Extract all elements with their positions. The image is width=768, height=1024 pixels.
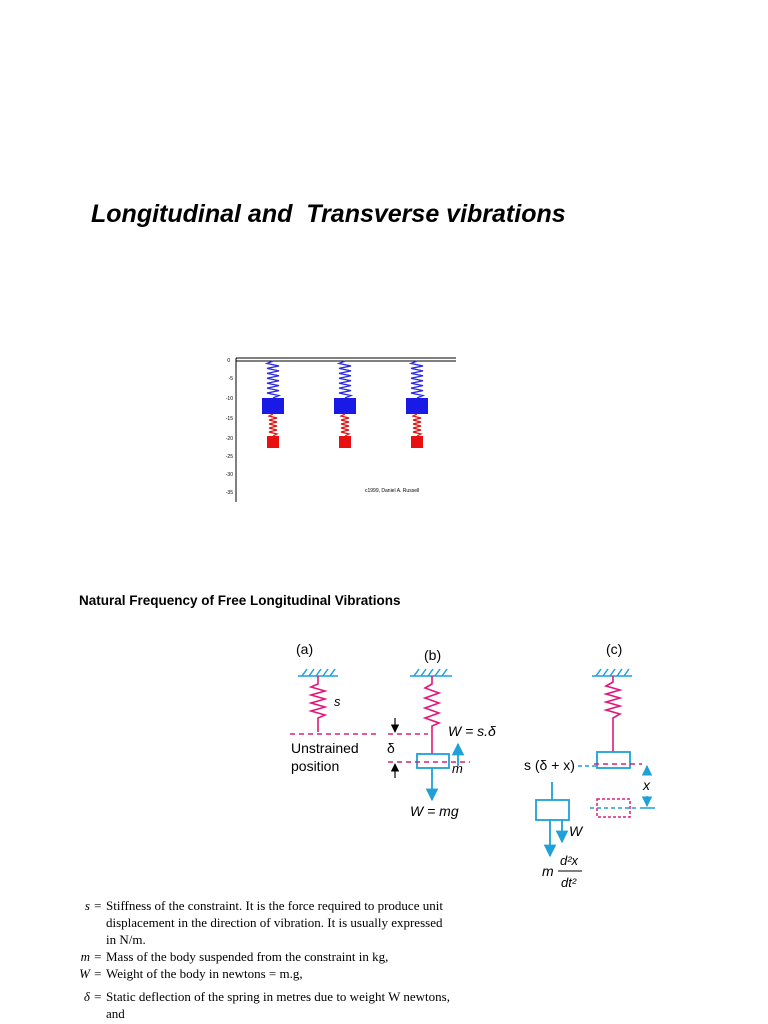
- unstrained-label: position: [291, 758, 339, 774]
- spring-b: [422, 676, 442, 754]
- spring-c: [603, 676, 623, 752]
- free-body-diagram: (a) s Unstrained position δ (b) W = s.δ …: [290, 641, 655, 890]
- tick-label: -15: [226, 416, 233, 422]
- lower-mass: [411, 436, 423, 448]
- spring-mass-animation: 0 -5 -10 -15 -20 -25 -30 -35 c1999, Dani…: [226, 357, 456, 502]
- copyright-credit: c1999, Daniel A. Russell: [365, 488, 419, 494]
- gravity-eq-label: W = mg: [410, 803, 459, 819]
- definition-text: Stiffness of the constraint. It is the f…: [106, 898, 443, 947]
- hatched-support-a: [298, 668, 338, 677]
- lower-spring: [411, 413, 423, 437]
- lower-mass: [339, 436, 351, 448]
- x-label: x: [642, 777, 651, 793]
- tick-label: -20: [226, 436, 233, 442]
- label-a: (a): [296, 641, 313, 657]
- definition-item: m = Mass of the body suspended from the …: [72, 948, 452, 965]
- section-heading: Natural Frequency of Free Longitudinal V…: [79, 593, 401, 608]
- unstrained-label: Unstrained: [291, 740, 359, 756]
- tick-label: -30: [226, 472, 233, 478]
- axis-ticks: 0 -5 -10 -15 -20 -25 -30 -35: [226, 358, 233, 496]
- upper-mass: [334, 398, 356, 414]
- definition-item: δ = Static deflection of the spring in m…: [72, 988, 452, 1022]
- weight-eq-label: W = s.δ: [448, 723, 496, 739]
- label-b: (b): [424, 647, 441, 663]
- free-body-mass: [535, 799, 570, 821]
- tick-label: -10: [226, 396, 233, 402]
- hatched-support-b: [410, 668, 452, 677]
- inertia-m: m: [542, 863, 554, 879]
- upper-spring: [336, 360, 354, 399]
- inertia-numerator: d²x: [560, 853, 579, 868]
- mass-block-c-top: [596, 751, 631, 769]
- definition-symbol: δ =: [83, 989, 102, 1004]
- definition-item: s = Stiffness of the constraint. It is t…: [72, 897, 452, 948]
- mass-label-m: m: [452, 761, 463, 776]
- tick-label: -5: [229, 376, 234, 382]
- definition-text: Mass of the body suspended from the cons…: [106, 949, 389, 964]
- definition-symbol: m =: [80, 949, 102, 964]
- definition-text: Static deflection of the spring in metre…: [106, 989, 450, 1021]
- force-c-label: s (δ + x): [524, 757, 575, 773]
- upper-mass: [262, 398, 284, 414]
- definition-symbol: W =: [79, 966, 102, 981]
- tick-label: 0: [227, 358, 230, 364]
- lower-mass: [267, 436, 279, 448]
- lower-spring: [267, 413, 279, 437]
- upper-spring: [264, 360, 282, 399]
- hatched-support-c: [592, 668, 632, 677]
- spring-label-s: s: [334, 694, 341, 709]
- free-body-weight-label: W: [569, 823, 584, 839]
- definition-symbol: s =: [84, 898, 102, 913]
- definition-text: Weight of the body in newtons = m.g,: [106, 966, 303, 981]
- tick-label: -35: [226, 490, 233, 496]
- definitions-list: s = Stiffness of the constraint. It is t…: [72, 897, 452, 1022]
- upper-spring: [408, 360, 426, 399]
- tick-label: -25: [226, 454, 233, 460]
- inertia-denominator: dt²: [561, 875, 577, 890]
- upper-mass: [406, 398, 428, 414]
- label-c: (c): [606, 641, 622, 657]
- spring-a: [308, 676, 328, 732]
- delta-label: δ: [387, 740, 395, 756]
- definition-item: W = Weight of the body in newtons = m.g,: [72, 965, 452, 982]
- mass-block-b: [416, 753, 450, 769]
- lower-spring: [339, 413, 351, 437]
- page-title: Longitudinal and Transverse vibrations: [91, 200, 566, 228]
